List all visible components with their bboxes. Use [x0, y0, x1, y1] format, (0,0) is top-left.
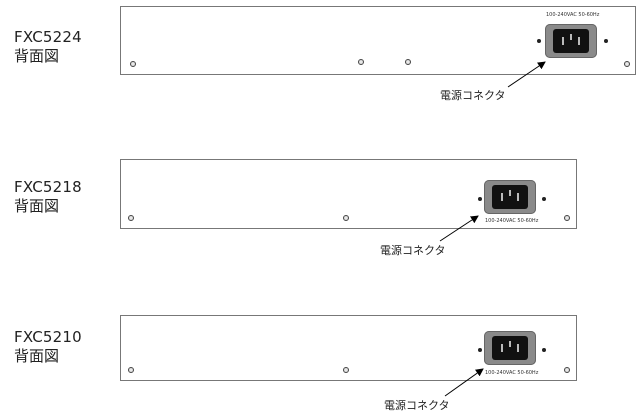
screw-icon [358, 59, 364, 65]
power-connector-icon [545, 24, 597, 58]
screw-icon [564, 215, 570, 221]
power-connector-icon [484, 331, 536, 365]
model-label-fxc5224: FXC5224 背面図 [14, 28, 82, 66]
model-code: FXC5224 [14, 28, 82, 46]
arrow-icon [507, 61, 546, 88]
rear-panel-fxc5224: 100-240VAC 50-60Hz [120, 6, 636, 75]
power-connector-label: 電源コネクタ [384, 399, 450, 412]
power-rating-label: 100-240VAC 50-60Hz [485, 218, 539, 224]
model-label-fxc5218: FXC5218 背面図 [14, 178, 82, 216]
model-code: FXC5210 [14, 328, 82, 346]
screw-icon [128, 367, 134, 373]
screw-icon [128, 215, 134, 221]
screw-icon [405, 59, 411, 65]
mount-hole-icon [542, 348, 546, 352]
power-connector-icon [484, 180, 536, 214]
power-rating-label: 100-240VAC 50-60Hz [546, 12, 600, 18]
view-title: 背面図 [14, 47, 60, 65]
screw-icon [624, 61, 630, 67]
mount-hole-icon [478, 348, 482, 352]
rear-panel-fxc5218: 100-240VAC 50-60Hz [120, 159, 577, 229]
screw-icon [130, 61, 136, 67]
mount-hole-icon [478, 197, 482, 201]
power-connector-label: 電源コネクタ [380, 244, 446, 257]
arrow-icon [439, 215, 479, 242]
power-connector-label: 電源コネクタ [440, 89, 506, 102]
screw-icon [343, 367, 349, 373]
view-title: 背面図 [14, 197, 60, 215]
power-rating-label: 100-240VAC 50-60Hz [485, 370, 539, 376]
model-code: FXC5218 [14, 178, 82, 196]
mount-hole-icon [542, 197, 546, 201]
arrow-icon [444, 368, 484, 397]
rear-panel-fxc5210: 100-240VAC 50-60Hz [120, 315, 577, 381]
mount-hole-icon [604, 39, 608, 43]
mount-hole-icon [537, 39, 541, 43]
model-label-fxc5210: FXC5210 背面図 [14, 328, 82, 366]
view-title: 背面図 [14, 347, 60, 365]
screw-icon [564, 367, 570, 373]
screw-icon [343, 215, 349, 221]
